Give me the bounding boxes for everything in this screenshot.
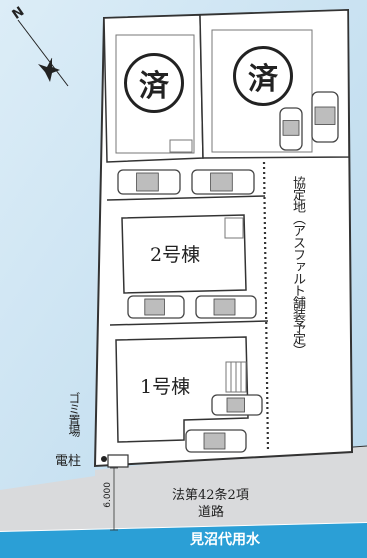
car-icon	[211, 394, 263, 416]
car-icon	[117, 169, 181, 195]
sold-badge-left: 済	[124, 53, 184, 113]
building-2-outline	[121, 214, 247, 294]
road-label-line2: 道路	[198, 505, 225, 520]
building-2-label: 2号棟	[150, 244, 201, 266]
building-1-outline	[115, 336, 249, 443]
road	[0, 446, 367, 531]
sold-badge-right: 済	[233, 46, 293, 106]
car-icon	[311, 91, 339, 143]
car-icon	[195, 295, 257, 319]
agreement-land-border	[262, 161, 270, 453]
waterway	[0, 522, 367, 558]
compass-rose-icon	[17, 19, 69, 87]
agreement-land-label: 協定地（アスファルト舗装予定）	[290, 176, 305, 356]
car-icon	[185, 429, 247, 453]
car-icon	[279, 107, 303, 151]
car-icon	[127, 295, 185, 319]
utility-pole-label: 電柱	[55, 454, 82, 469]
road-width-label: 6.000	[103, 482, 113, 508]
utility-pole-marker	[101, 456, 107, 462]
garbage-station-box	[107, 454, 129, 468]
building-1-label: 1号棟	[140, 376, 191, 398]
garbage-station-label: ゴミ置場	[67, 392, 81, 436]
road-label-line1: 法第42条2項	[172, 488, 249, 503]
waterway-label: 見沼代用水	[190, 532, 260, 548]
parking-cars	[117, 91, 339, 453]
car-icon	[191, 169, 255, 195]
